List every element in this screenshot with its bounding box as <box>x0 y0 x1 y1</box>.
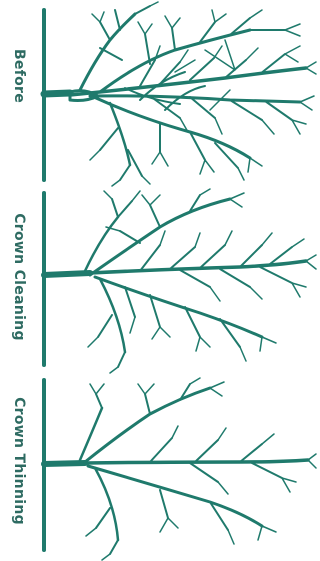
label-before: Before <box>11 49 27 103</box>
panel-before: Before <box>0 0 320 187</box>
tree-before-illustration <box>0 0 320 187</box>
tree-crown-thinning-illustration <box>0 374 320 561</box>
panel-crown-cleaning: Crown Cleaning <box>0 187 320 374</box>
label-crown-thinning: Crown Thinning <box>11 397 27 525</box>
panel-crown-thinning: Crown Thinning <box>0 374 320 561</box>
label-crown-cleaning: Crown Cleaning <box>11 213 27 341</box>
tree-crown-cleaning-illustration <box>0 187 320 374</box>
